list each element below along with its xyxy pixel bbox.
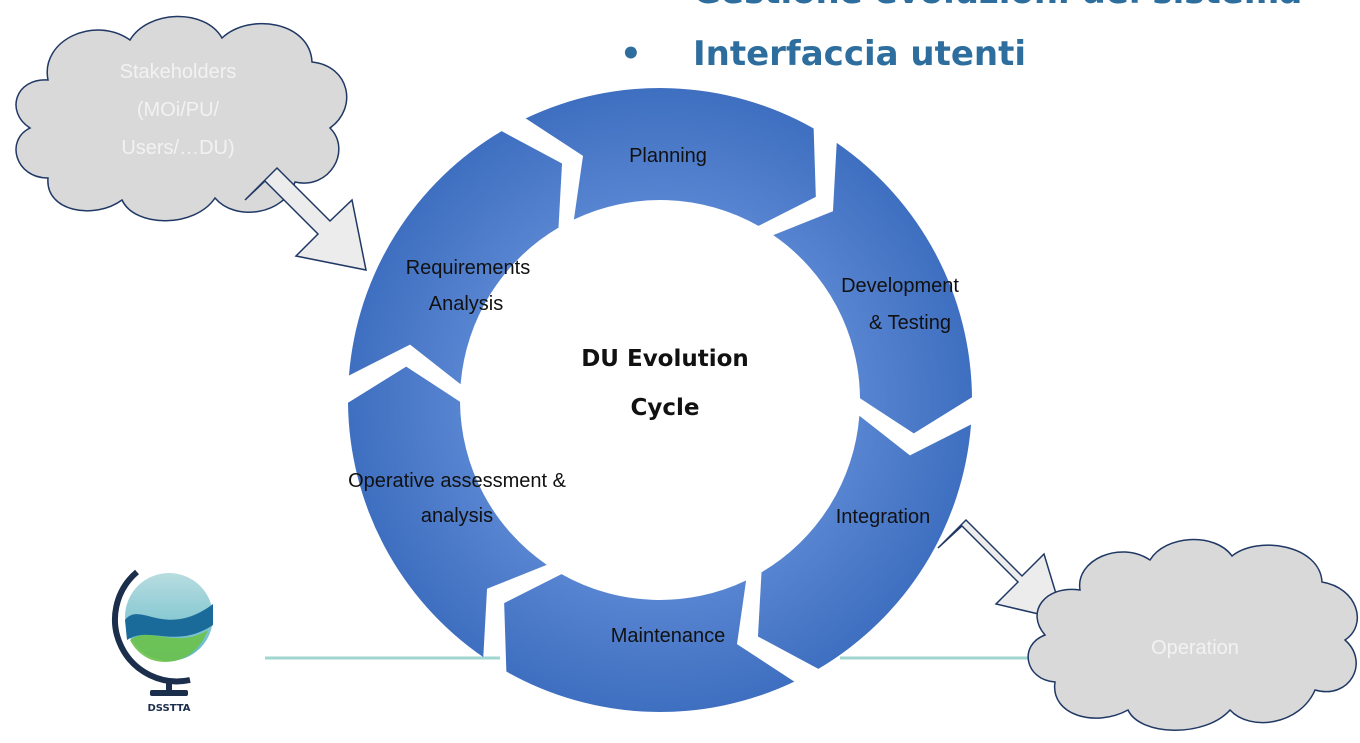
ring-segment-development-testing: [773, 142, 972, 434]
label-operative-assessment: Operative assessment & analysis: [348, 470, 567, 527]
logo-text: DSSTTA: [147, 703, 190, 714]
bullet: •: [620, 34, 642, 74]
segment-label-line: Analysis: [429, 293, 503, 315]
ring-segment-operative-assessment: [348, 366, 547, 658]
land-icon: [130, 630, 208, 662]
segment-label-line: Maintenance: [611, 625, 726, 647]
wave-icon: [125, 604, 213, 640]
arrow-stakeholders-to-requirements: [244, 166, 367, 271]
stakeholders-cloud: Stakeholders (MOi/PU/ Users/…DU): [15, 15, 348, 222]
segment-label-line: Operative assessment &: [348, 470, 567, 492]
globe-stand-post: [166, 680, 172, 692]
segment-label-line: Planning: [629, 145, 707, 167]
segment-label-line: Development: [841, 275, 959, 297]
segment-label-line: & Testing: [869, 312, 951, 334]
ring-segment-integration: [757, 415, 972, 669]
heading-line-2: • Interfaccia utenti: [620, 34, 1026, 74]
heading-line-1: Gestione evoluzioni del sistema: [693, 0, 1302, 12]
cycle-ring: [348, 88, 972, 712]
segment-label-line: Requirements: [406, 257, 531, 279]
heading-line-2-text: Interfaccia utenti: [693, 34, 1027, 74]
segment-label-line: Integration: [836, 506, 931, 528]
dsstta-logo: DSSTTA: [112, 569, 213, 714]
ring-segment-requirements-analysis: [348, 131, 563, 385]
cloud-shape: [15, 15, 348, 222]
segment-label-line: analysis: [421, 505, 493, 527]
center-title-line-2: Cycle: [631, 395, 700, 421]
ring-segment-maintenance: [504, 574, 795, 712]
label-development-testing: Development & Testing: [841, 275, 959, 334]
ring-segment-planning: [525, 88, 816, 226]
operation-cloud: Operation: [1027, 538, 1359, 731]
cloud-text-line: (MOi/PU/: [137, 99, 220, 121]
cloud-shape: [1027, 538, 1359, 731]
label-integration: Integration: [836, 506, 931, 528]
label-maintenance: Maintenance: [611, 625, 726, 647]
cloud-text-line: Stakeholders: [120, 61, 237, 83]
globe-stand-base: [150, 690, 188, 696]
center-title-line-1: DU Evolution: [581, 346, 749, 372]
cloud-text-line: Users/…DU): [121, 137, 234, 159]
cloud-text-line: Operation: [1151, 637, 1239, 659]
label-planning: Planning: [629, 145, 707, 167]
label-requirements-analysis: Requirements Analysis: [406, 257, 531, 315]
